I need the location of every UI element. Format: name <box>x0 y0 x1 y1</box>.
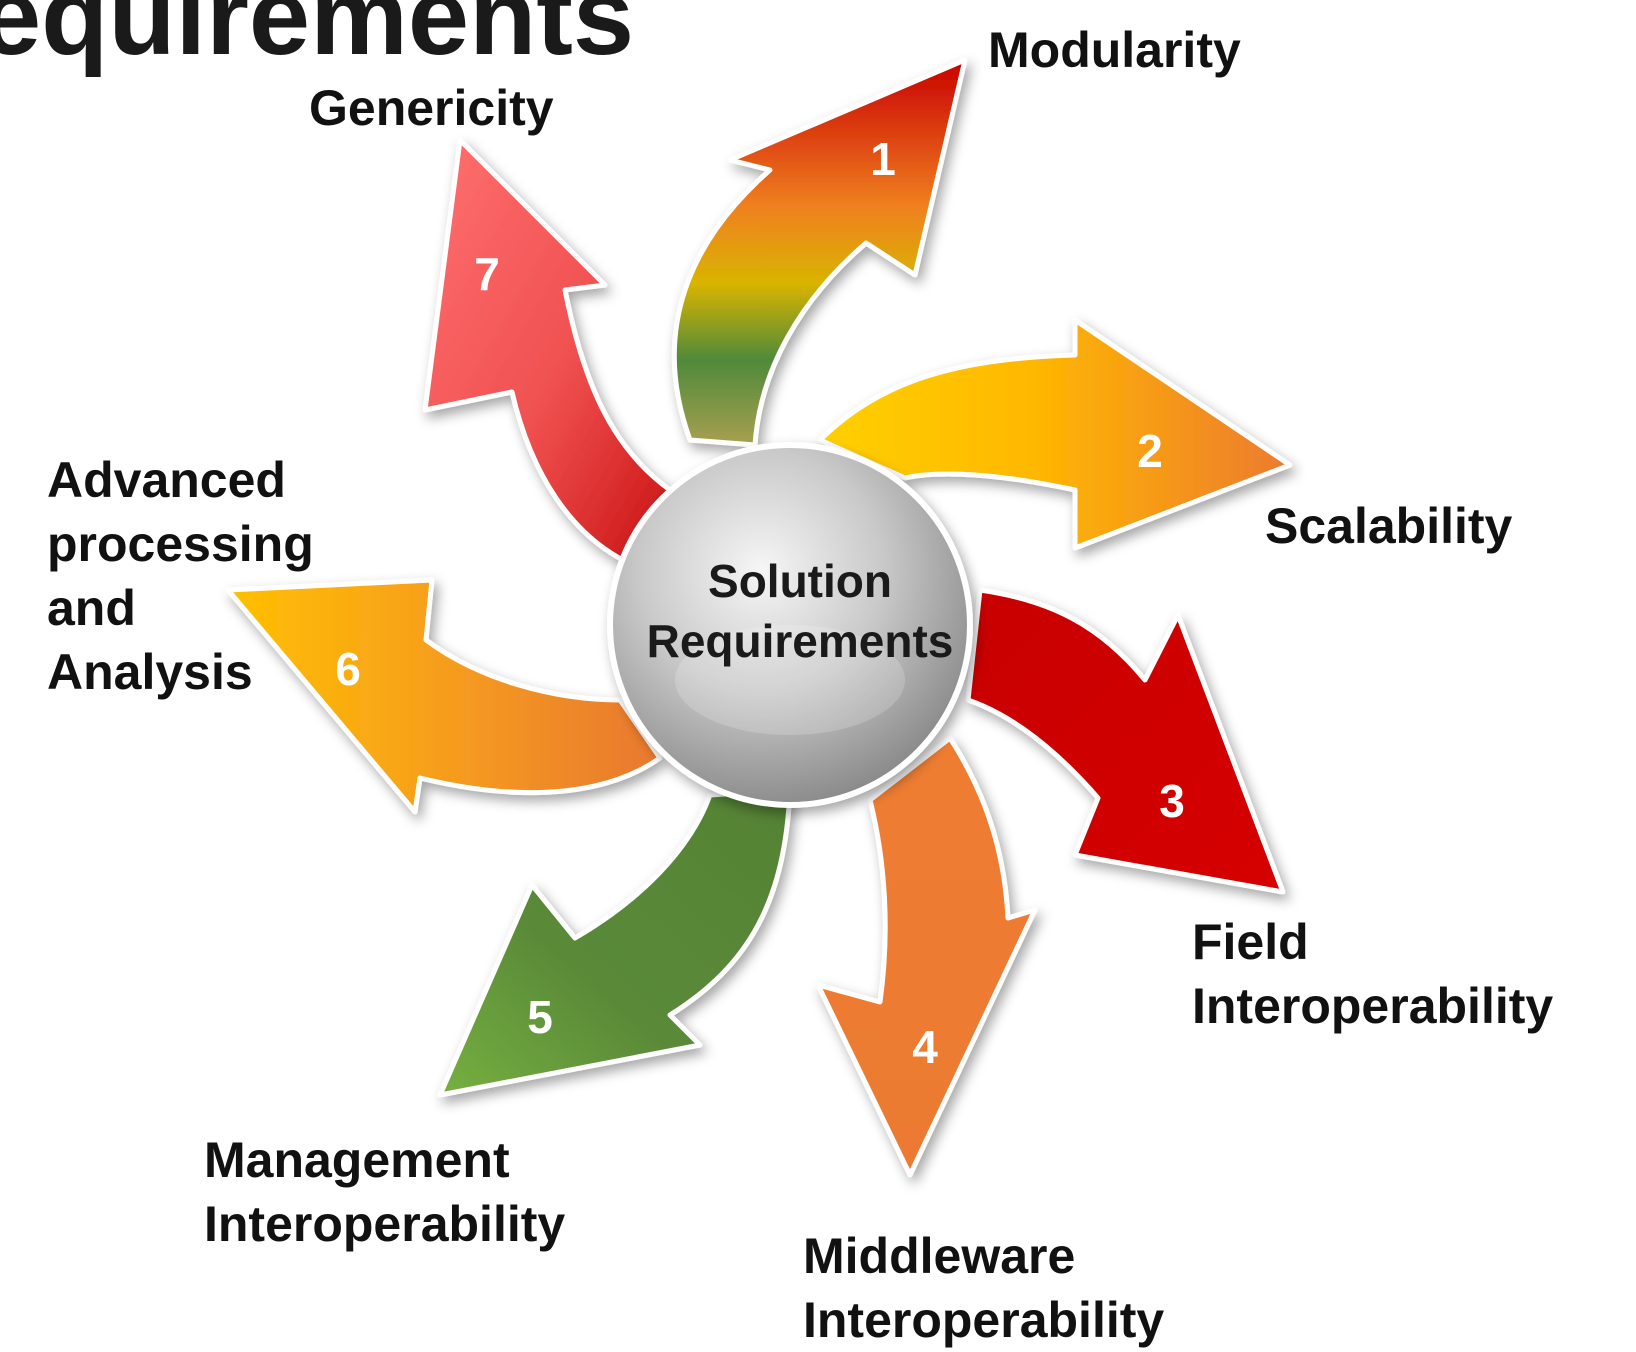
hub-title-line2: Requirements <box>647 615 954 667</box>
arrow-number-1: 1 <box>870 133 896 185</box>
label-genericity: Genericity <box>309 80 554 136</box>
arrow-7 <box>422 137 673 571</box>
hub-circle <box>607 442 973 808</box>
arrow-5 <box>437 787 793 1098</box>
arrow-1 <box>671 57 968 448</box>
arrow-2 <box>817 317 1293 551</box>
arrow-3 <box>965 587 1286 895</box>
label-modularity: Modularity <box>988 22 1241 78</box>
hub-highlight <box>675 625 905 735</box>
arrow-6 <box>225 577 663 815</box>
arrow-number-7: 7 <box>474 248 500 300</box>
arrow-4 <box>815 735 1038 1178</box>
label-scalability: Scalability <box>1265 498 1513 554</box>
arrow-number-4: 4 <box>912 1021 938 1073</box>
arrow-number-5: 5 <box>527 991 553 1043</box>
arrow-number-6: 6 <box>335 643 361 695</box>
arrow-number-3: 3 <box>1159 775 1185 827</box>
arrow-number-2: 2 <box>1137 425 1163 477</box>
hub-title-line1: Solution <box>708 555 892 607</box>
page-title: equirements <box>0 0 635 78</box>
